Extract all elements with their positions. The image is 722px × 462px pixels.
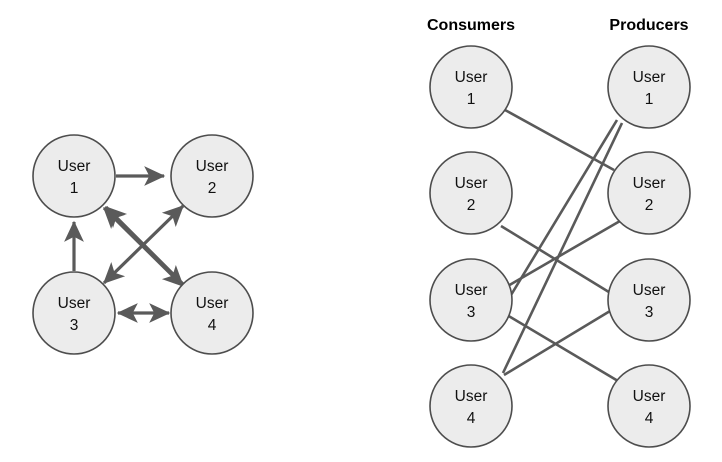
node-circle[interactable] [607,258,691,342]
node-label-line1: User [455,282,488,299]
edge-consumer4-producer1[interactable] [501,122,624,374]
node-circle[interactable] [429,364,513,448]
edge-consumer2-producer3[interactable] [500,224,618,299]
column-header-producers: Producers [609,17,688,34]
directed-graph: User 1 User 2 User 3 User 4 [32,134,254,355]
node-circle[interactable] [32,134,116,218]
directed-graph-node-user-2[interactable]: User 2 [170,134,254,218]
bipartite-node-producer-3[interactable]: User 3 [607,258,691,342]
directed-graph-node-user-3[interactable]: User 3 [32,271,116,355]
bipartite-node-producer-4[interactable]: User 4 [607,364,691,448]
node-circle[interactable] [429,151,513,235]
node-label-line2: 3 [645,304,654,321]
node-label-line1: User [455,388,488,405]
node-circle[interactable] [170,271,254,355]
node-label-line1: User [455,69,488,86]
node-label-line1: User [633,69,666,86]
node-circle[interactable] [607,151,691,235]
node-label-line2: 1 [70,180,79,197]
directed-graph-edges [64,166,186,323]
bipartite-node-consumer-2[interactable]: User 2 [429,151,513,235]
node-label-line2: 3 [70,317,79,334]
bipartite-node-producer-1[interactable]: User 1 [607,45,691,129]
edge-consumer3-producer1[interactable] [506,119,619,301]
bipartite-node-consumer-1[interactable]: User 1 [429,45,513,129]
edge-consumer3-producer2[interactable] [505,219,621,289]
node-circle[interactable] [607,45,691,129]
node-label-line1: User [196,295,229,312]
node-label-line2: 2 [645,197,654,214]
bipartite-node-consumer-3[interactable]: User 3 [429,258,513,342]
column-header-consumers: Consumers [427,17,515,34]
bipartite-node-producer-2[interactable]: User 2 [607,151,691,235]
node-label-line1: User [196,158,229,175]
edge-consumer3-producer4[interactable] [506,313,619,383]
edge-consumer1-producer2[interactable] [504,108,615,172]
bipartite-graph: Consumers Producers User 1 User [427,17,691,448]
node-label-line2: 4 [208,317,217,334]
directed-graph-node-user-4[interactable]: User 4 [170,271,254,355]
node-label-line2: 1 [467,91,476,108]
node-label-line1: User [633,388,666,405]
node-label-line2: 1 [645,91,654,108]
node-circle[interactable] [429,45,513,129]
node-label-line2: 4 [645,410,654,427]
node-label-line2: 4 [467,410,476,427]
node-label-line2: 2 [208,180,217,197]
bipartite-node-consumer-4[interactable]: User 4 [429,364,513,448]
node-label-line2: 3 [467,304,476,321]
edge-user3-user2-diagonal[interactable] [102,204,185,285]
node-label-line2: 2 [467,197,476,214]
node-circle[interactable] [429,258,513,342]
node-label-line1: User [455,175,488,192]
node-label-line1: User [58,295,91,312]
directed-graph-node-user-1[interactable]: User 1 [32,134,116,218]
edge-consumer4-producer3[interactable] [503,306,616,377]
node-label-line1: User [633,175,666,192]
bipartite-graph-edges [500,108,624,383]
node-label-line1: User [58,158,91,175]
node-label-line1: User [633,282,666,299]
node-circle[interactable] [170,134,254,218]
node-circle[interactable] [32,271,116,355]
node-circle[interactable] [607,364,691,448]
